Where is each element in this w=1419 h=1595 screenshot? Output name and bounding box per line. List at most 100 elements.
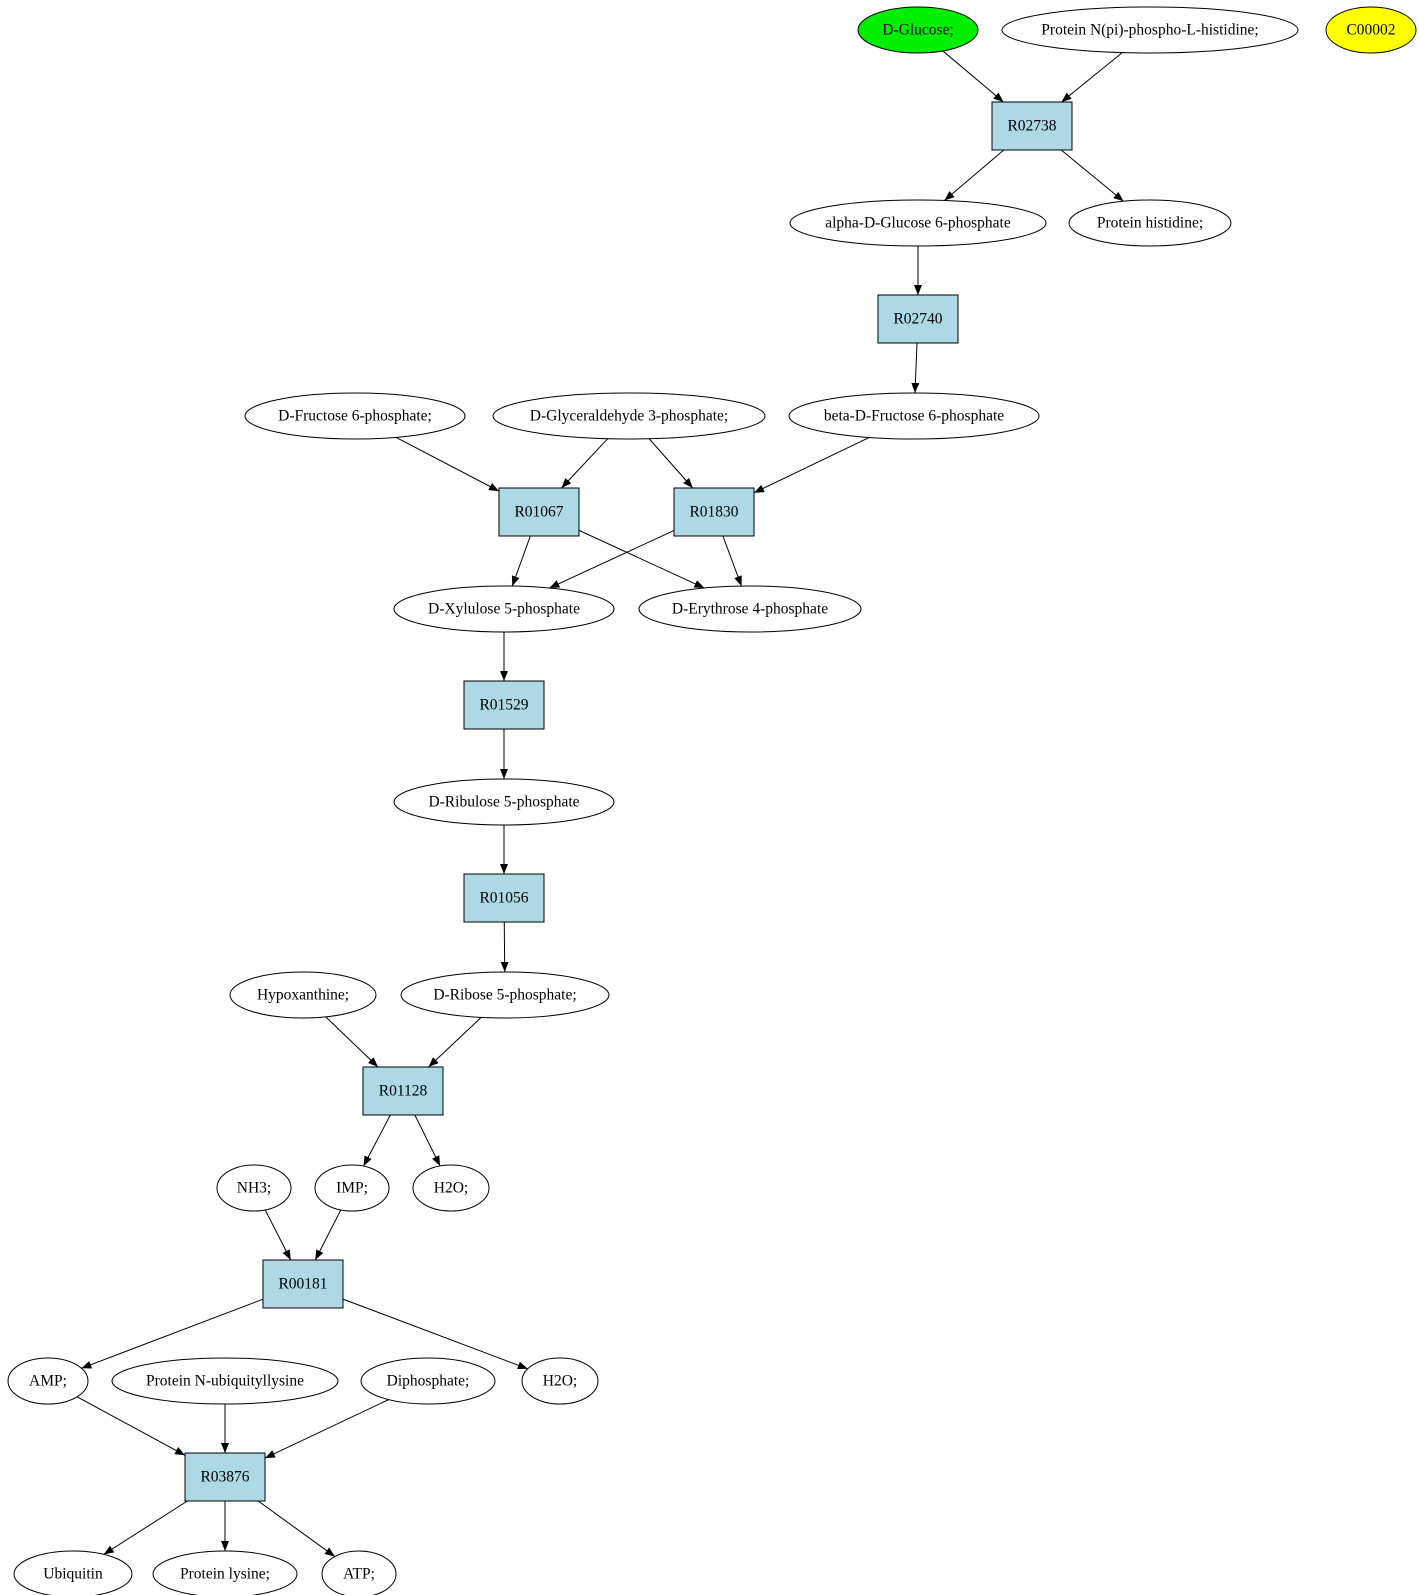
edge-dipho-to-r03876 — [264, 1399, 389, 1459]
compound-ellipse — [1325, 6, 1417, 54]
compound-ellipse — [244, 392, 466, 440]
nodes-layer: D-Glucose; Protein N(pi)-phospho-L-histid… — [7, 6, 1417, 1595]
compound-node-protlys: Protein lysine; — [152, 1550, 298, 1595]
compound-ellipse — [393, 778, 615, 826]
node-label: Protein N(pi)-phospho-L-histidine; — [1041, 22, 1258, 39]
compound-ellipse — [360, 1357, 496, 1405]
edge-fru6p-to-r01067 — [395, 436, 500, 492]
compound-node-prothis: Protein histidine; — [1068, 199, 1232, 247]
edge-bfru6p-to-r01830 — [753, 437, 870, 494]
edge-r02740-to-bfru6p — [911, 342, 920, 394]
reaction-box — [262, 1259, 344, 1309]
node-label: beta-D-Fructose 6-phosphate — [824, 408, 1004, 425]
reaction-box — [184, 1452, 266, 1502]
compound-node-imp: IMP; — [314, 1164, 390, 1212]
reaction-node-r00181: R00181 — [262, 1259, 344, 1309]
compound-ellipse — [1068, 199, 1232, 247]
edge-gly3p-to-r01830 — [648, 438, 694, 489]
edge-r01128-to-imp — [363, 1114, 391, 1167]
compound-ellipse — [492, 392, 766, 440]
compound-node-nh3: NH3; — [216, 1164, 292, 1212]
compound-node-amp: AMP; — [7, 1357, 89, 1405]
compound-node-rib5p: D-Ribose 5-phosphate; — [400, 971, 610, 1019]
compound-node-dipho: Diphosphate; — [360, 1357, 496, 1405]
node-label: Protein histidine; — [1097, 215, 1203, 232]
node-label: R01529 — [479, 697, 528, 714]
reaction-box — [991, 101, 1073, 151]
reaction-box — [362, 1066, 444, 1116]
reaction-node-r01067: R01067 — [498, 487, 580, 537]
compound-node-atp: ATP; — [321, 1550, 397, 1595]
edge-r01830-to-ery4p — [722, 535, 742, 587]
compound-node-gly3p: D-Glyceraldehyde 3-phosphate; — [492, 392, 766, 440]
compound-node-h2o_b: H2O; — [521, 1357, 599, 1405]
reaction-node-r02740: R02740 — [877, 294, 959, 344]
node-label: R00181 — [278, 1276, 327, 1293]
compound-ellipse — [638, 585, 862, 633]
node-label: NH3; — [237, 1180, 271, 1197]
node-label: D-Ribose 5-phosphate; — [433, 987, 576, 1004]
compound-node-ag6p: alpha-D-Glucose 6-phosphate — [789, 199, 1047, 247]
reaction-box — [463, 873, 545, 923]
node-label: C00002 — [1346, 22, 1395, 39]
node-label: Diphosphate; — [387, 1373, 470, 1390]
compound-ellipse — [111, 1357, 339, 1405]
compound-ellipse — [412, 1164, 490, 1212]
edge-glucose-to-r02738 — [942, 50, 1004, 103]
edge-r01067-to-xyl5p — [511, 535, 531, 587]
reaction-node-r01128: R01128 — [362, 1066, 444, 1116]
compound-ellipse — [789, 199, 1047, 247]
reaction-node-r01830: R01830 — [673, 487, 755, 537]
compound-ellipse — [229, 971, 377, 1019]
compound-node-h2o_a: H2O; — [412, 1164, 490, 1212]
node-label: H2O; — [543, 1373, 577, 1390]
reaction-box — [498, 487, 580, 537]
compound-node-glucose: D-Glucose; — [857, 6, 979, 54]
edge-r01128-to-h2o_a — [414, 1114, 441, 1167]
reaction-node-r01056: R01056 — [463, 873, 545, 923]
node-label: R01830 — [689, 504, 738, 521]
edge-nh3-to-r00181 — [264, 1209, 292, 1261]
edge-gly3p-to-r01067 — [561, 438, 609, 489]
node-label: D-Fructose 6-phosphate; — [278, 408, 432, 425]
edge-r02738-to-ag6p — [944, 149, 1005, 201]
compound-ellipse — [521, 1357, 599, 1405]
compound-ellipse — [321, 1550, 397, 1595]
compound-node-bfru6p: beta-D-Fructose 6-phosphate — [788, 392, 1040, 440]
edge-r00181-to-h2o_b — [342, 1298, 528, 1370]
edge-r03876-to-atp — [257, 1500, 336, 1557]
edge-imp-to-r00181 — [314, 1209, 342, 1261]
compound-ellipse — [152, 1550, 298, 1595]
node-label: R03876 — [200, 1469, 249, 1486]
compound-node-protubq: Protein N-ubiquityllysine — [111, 1357, 339, 1405]
edge-r01830-to-xyl5p — [549, 530, 675, 589]
reaction-box — [877, 294, 959, 344]
compound-node-fru6p: D-Fructose 6-phosphate; — [244, 392, 466, 440]
compound-node-hypox: Hypoxanthine; — [229, 971, 377, 1019]
compound-ellipse — [400, 971, 610, 1019]
node-label: ATP; — [343, 1566, 375, 1583]
compound-node-c00002: C00002 — [1325, 6, 1417, 54]
compound-node-xyl5p: D-Xylulose 5-phosphate — [393, 585, 615, 633]
compound-ellipse — [216, 1164, 292, 1212]
node-label: D-Xylulose 5-phosphate — [428, 601, 580, 618]
node-label: D-Glyceraldehyde 3-phosphate; — [530, 408, 728, 425]
reaction-box — [463, 680, 545, 730]
edge-amp-to-r03876 — [76, 1396, 186, 1456]
compound-ellipse — [7, 1357, 89, 1405]
node-label: H2O; — [434, 1180, 468, 1197]
reaction-node-r02738: R02738 — [991, 101, 1073, 151]
edge-hypox-to-r01128 — [325, 1016, 379, 1068]
node-label: R02738 — [1007, 118, 1056, 135]
compound-node-phosphohis: Protein N(pi)-phospho-L-histidine; — [1001, 6, 1299, 54]
node-label: D-Erythrose 4-phosphate — [672, 601, 828, 618]
compound-ellipse — [1001, 6, 1299, 54]
node-label: R01128 — [379, 1083, 428, 1100]
compound-ellipse — [314, 1164, 390, 1212]
reaction-box — [673, 487, 755, 537]
edge-r02738-to-prothis — [1060, 149, 1124, 202]
node-label: R01067 — [514, 504, 563, 521]
compound-ellipse — [393, 585, 615, 633]
edge-rib5p-to-r01128 — [428, 1017, 482, 1068]
